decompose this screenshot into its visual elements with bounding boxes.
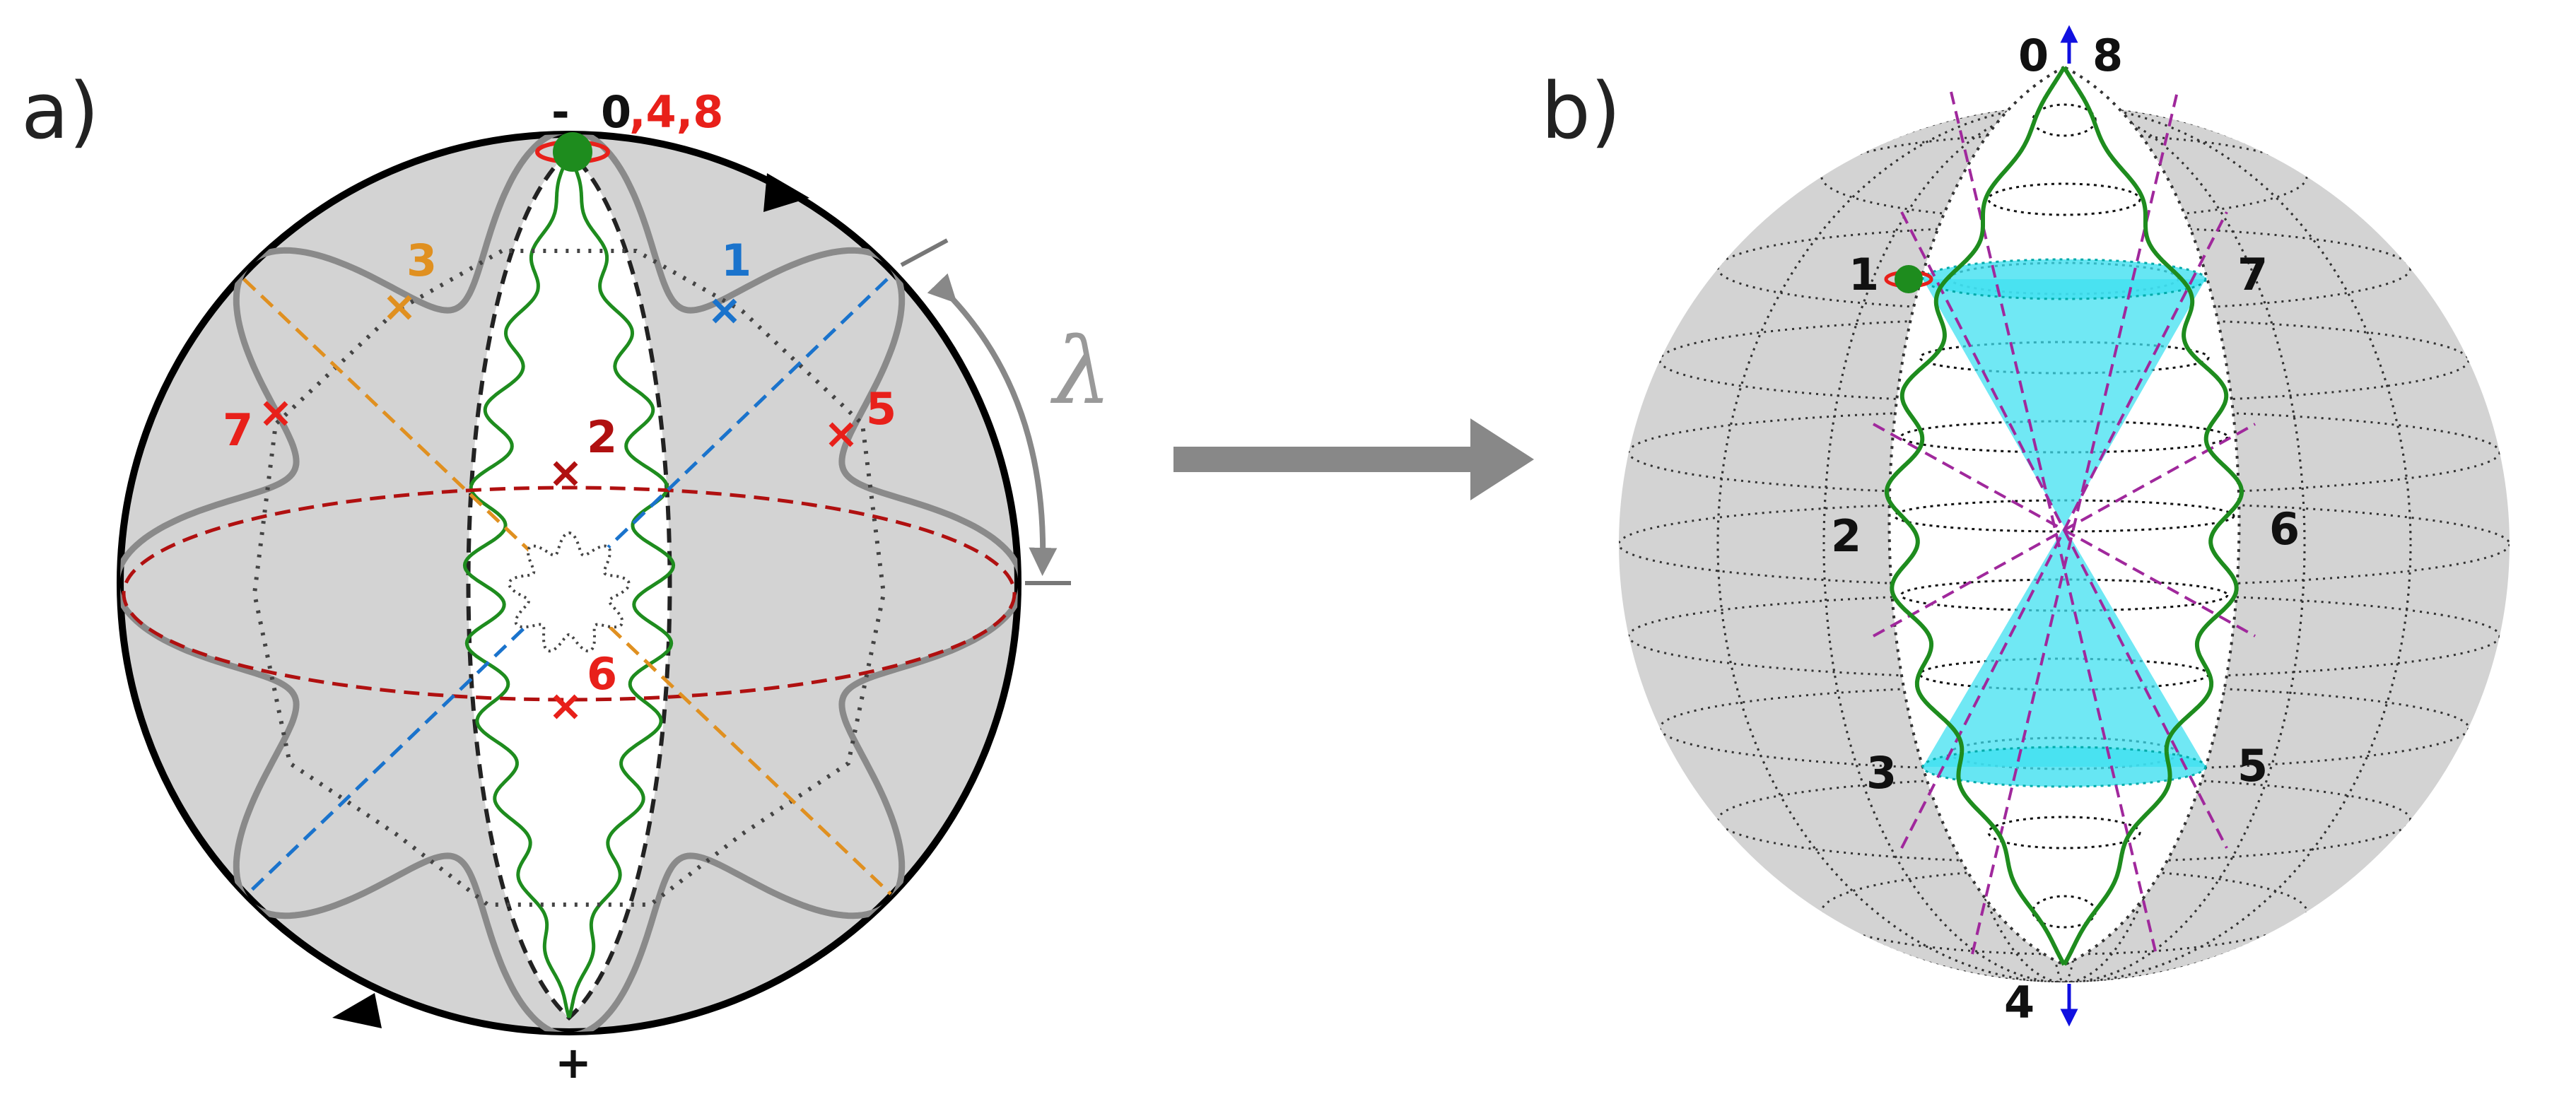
label-top-zero: 0 xyxy=(601,86,631,138)
mark-3 xyxy=(387,295,412,320)
mark-6 xyxy=(553,694,578,719)
label-b-5: 5 xyxy=(2237,740,2268,792)
cyan-cone-bottom xyxy=(1923,527,2206,767)
label-b-3: 3 xyxy=(1866,747,1897,799)
cyan-cone-bottom-cap xyxy=(1921,746,2207,788)
panel-a-label: a) xyxy=(21,66,99,156)
label-a-6: 6 xyxy=(587,648,617,700)
lambda-arc xyxy=(927,273,1058,576)
cyan-cone-top-cap xyxy=(1921,258,2207,300)
label-b-1: 1 xyxy=(1849,249,1879,300)
transition-arrow xyxy=(1173,418,1534,500)
label-b-6: 6 xyxy=(2269,503,2300,555)
label-top-sign: - xyxy=(551,86,570,138)
purple-dashed-lines xyxy=(1873,91,2256,955)
green-trajectory-b-right xyxy=(2062,66,2244,966)
label-bottom-sign: + xyxy=(555,1037,592,1088)
label-b-4: 4 xyxy=(2004,977,2035,1028)
rotation-arrow-bottom-head xyxy=(332,993,382,1028)
mark-1 xyxy=(712,298,737,324)
panel-a: a) xyxy=(21,66,1111,1088)
rotation-arrow-top-head xyxy=(763,173,809,212)
panel-b: b) 0 8 1 7 2 6 3 5 4 xyxy=(1541,25,2510,1028)
label-b-0: 0 xyxy=(2018,30,2049,81)
purple-line xyxy=(1971,91,2179,955)
grid-meridian xyxy=(1822,106,2306,982)
green-trajectory-left xyxy=(462,151,571,1018)
mark-2 xyxy=(553,461,578,486)
green-trajectory-b-left xyxy=(1884,66,2066,966)
lambda-tick-top xyxy=(900,238,949,267)
b-green-point xyxy=(1895,265,1923,293)
inner-ring xyxy=(1987,182,2141,216)
mark-5 xyxy=(829,422,854,447)
label-a-1: 1 xyxy=(721,235,751,286)
panel-b-label: b) xyxy=(1541,66,1621,156)
label-top-red: ,4,8 xyxy=(629,86,723,138)
label-a-3: 3 xyxy=(406,235,437,286)
label-b-2: 2 xyxy=(1831,510,1861,562)
lambda-label: λ xyxy=(1050,317,1111,425)
equator-dashed xyxy=(122,486,1017,702)
top-green-point xyxy=(553,132,592,172)
mark-7 xyxy=(263,401,288,426)
cyan-cone-top xyxy=(1923,279,2206,527)
label-a-2: 2 xyxy=(587,411,617,463)
label-b-7: 7 xyxy=(2237,249,2268,300)
green-trajectory-right xyxy=(567,151,676,1018)
label-a-7: 7 xyxy=(223,404,253,456)
purple-line xyxy=(1900,211,2228,849)
center-star xyxy=(508,531,631,653)
label-a-5: 5 xyxy=(866,383,896,435)
grid-meridian xyxy=(1716,106,2412,982)
inner-ring xyxy=(1987,816,2141,850)
label-b-8: 8 xyxy=(2092,30,2123,81)
